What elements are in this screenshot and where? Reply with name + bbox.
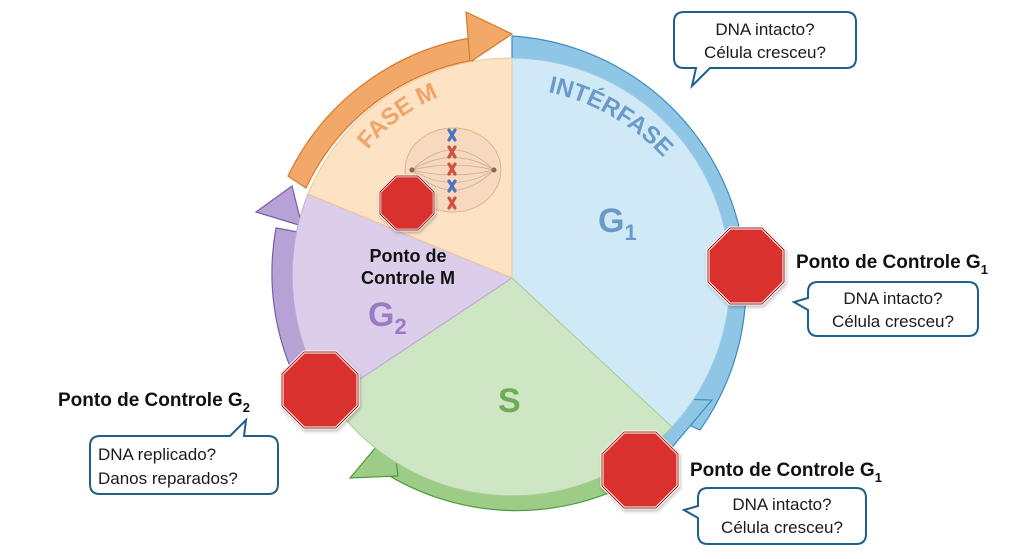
top-question-bubble: DNA intacto? Célula cresceu?: [673, 11, 857, 90]
g1-bottom-bubble-line1: DNA intacto?: [732, 495, 831, 514]
checkpoint-m-stop-sign: [378, 174, 436, 232]
checkpoint-g1-right-bubble: DNA intacto? Célula cresceu?: [791, 281, 979, 337]
checkpoint-m-label-line2: Controle M: [361, 268, 455, 288]
g2-bubble-line2: Danos reparados?: [98, 469, 238, 488]
top-bubble-line1: DNA intacto?: [715, 20, 814, 39]
g2-bubble-line1: DNA replicado?: [98, 445, 216, 464]
g2-phase-arrowhead: [254, 184, 303, 227]
checkpoint-g1-right-stop-sign: [706, 226, 786, 306]
checkpoint-g1-right-title: Ponto de Controle G1: [796, 252, 988, 277]
checkpoint-m-label-line1: Ponto de: [370, 246, 447, 266]
s-label: S: [498, 382, 521, 420]
g1-sector: [511, 57, 731, 428]
m-phase-arrowhead: [465, 11, 514, 64]
checkpoint-g2-bubble: DNA replicado? Danos reparados?: [89, 417, 279, 495]
checkpoint-g1-bottom-stop-sign: [600, 430, 680, 510]
g1-right-bubble-line1: DNA intacto?: [843, 289, 942, 308]
g2-label: G2: [368, 296, 407, 339]
checkpoint-g1-bottom-title: Ponto de Controle G1: [690, 460, 882, 485]
checkpoint-g1-bottom-bubble: DNA intacto? Célula cresceu?: [681, 487, 867, 545]
checkpoint-g2-stop-sign: [280, 350, 360, 430]
checkpoint-g2-title: Ponto de Controle G2: [58, 390, 250, 415]
g1-right-bubble-line2: Célula cresceu?: [832, 312, 954, 331]
top-bubble-line2: Célula cresceu?: [704, 43, 826, 62]
g1-bottom-bubble-line2: Célula cresceu?: [721, 518, 843, 537]
g1-label: G1: [598, 202, 637, 245]
